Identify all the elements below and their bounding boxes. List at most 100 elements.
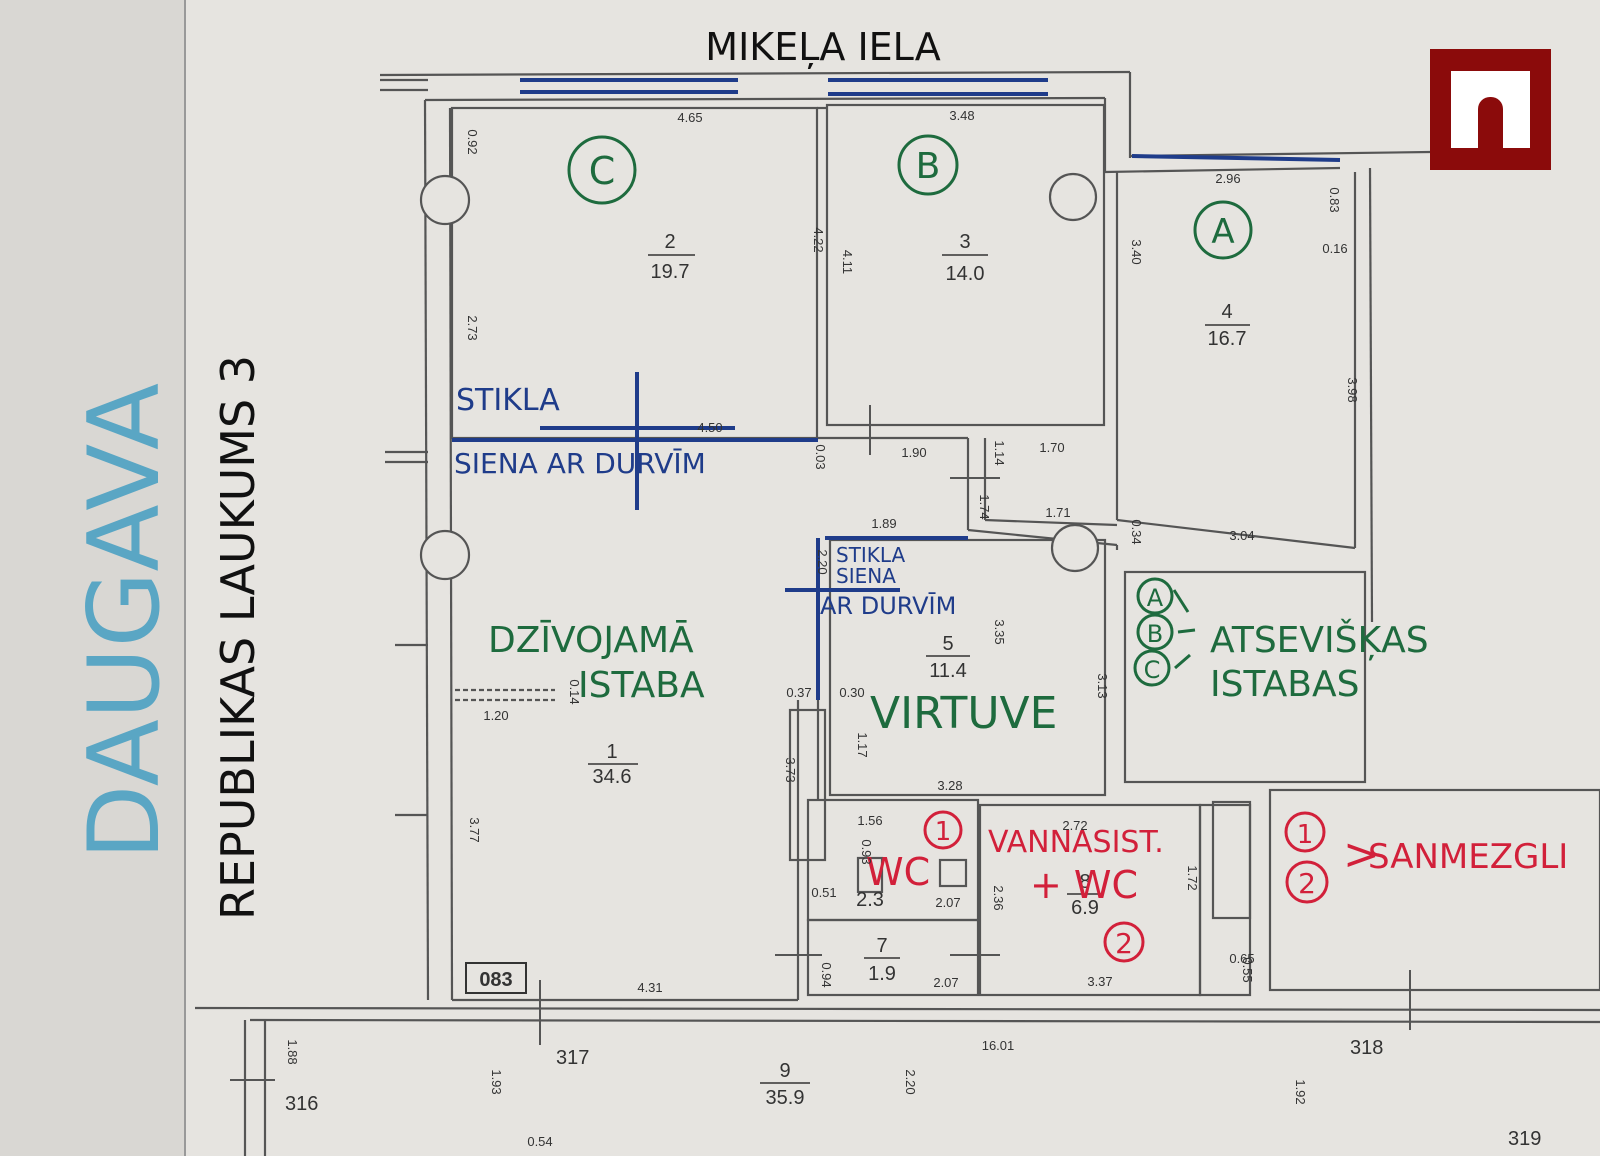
- apt-316: 316: [285, 1093, 318, 1115]
- dimension-label: 1.88: [285, 1039, 300, 1064]
- dimension-label: 1.93: [489, 1069, 504, 1094]
- dimension-label: 1.89: [871, 516, 896, 531]
- dimension-label: 1.17: [855, 732, 870, 757]
- room-8-number: 8: [1079, 871, 1090, 893]
- plan-code-box: [465, 962, 527, 994]
- dimension-label: 2.07: [935, 895, 960, 910]
- dimension-label: 1.20: [483, 708, 508, 723]
- separate-rooms-label-1: ATSEVIŠĶAS: [1210, 619, 1429, 661]
- dimension-label: 1.92: [1293, 1079, 1308, 1104]
- dimension-label: 1.70: [1039, 440, 1064, 455]
- room-7-number: 7: [876, 935, 887, 957]
- dimension-label: 0.03: [813, 444, 828, 469]
- brand-logo: [1430, 49, 1551, 170]
- dimension-label: 0.54: [527, 1134, 552, 1149]
- sep-marker-a: A: [1147, 584, 1164, 612]
- apt-318: 318: [1350, 1037, 1383, 1059]
- bath-marker: 2: [1115, 927, 1133, 960]
- dimension-label: 0.83: [1327, 187, 1342, 212]
- room-1-number: 1: [606, 741, 617, 763]
- dimension-label: 2.20: [815, 549, 830, 574]
- dimension-label: 3.40: [1129, 239, 1144, 264]
- dimension-label: 4.31: [637, 980, 662, 995]
- dimension-label: 3.35: [992, 619, 1007, 644]
- living-room-label-2: ISTABA: [578, 665, 705, 706]
- plan-code: 083: [479, 969, 512, 991]
- dimension-label: 2.36: [991, 885, 1006, 910]
- street-left-label: REPUBLIKAS LAUKUMS 3: [211, 355, 265, 920]
- dimension-label: 0.14: [567, 679, 582, 704]
- room-4-area: 16.7: [1208, 328, 1247, 350]
- dimension-label: 4.11: [840, 250, 855, 274]
- dimension-label: 1.14: [992, 440, 1007, 465]
- marker-a: A: [1211, 212, 1234, 252]
- room-9-area: 35.9: [766, 1087, 805, 1109]
- room-8-area: 6.9: [1071, 897, 1099, 919]
- dimension-label: 1.72: [1185, 865, 1200, 890]
- wc-label: WC: [866, 850, 930, 894]
- dimension-label: 3.04: [1229, 528, 1254, 543]
- plumbing-markers: [923, 810, 1329, 963]
- wc-marker: 1: [935, 817, 952, 847]
- brand-logo-mark: [1451, 71, 1530, 148]
- dimension-label: 3.48: [949, 108, 974, 123]
- dimension-label: 1.56: [857, 813, 882, 828]
- room-5-area: 11.4: [929, 660, 966, 682]
- separate-rooms-label-2: ISTABAS: [1210, 664, 1359, 705]
- plumbing-bracket: >: [1343, 829, 1380, 880]
- dimension-label: 0.30: [839, 685, 864, 700]
- dimension-label: 0.93: [859, 839, 874, 864]
- kitchen-label: VIRTUVE: [870, 688, 1057, 739]
- dimension-label: 3.77: [467, 817, 482, 842]
- dimension-label: 3.37: [1087, 974, 1112, 989]
- glass-walls: [452, 372, 968, 700]
- brand-logo-arch: [1478, 97, 1503, 148]
- room-7-area: 1.9: [868, 963, 896, 985]
- room-4-number: 4: [1221, 301, 1232, 323]
- river-label: DAUGAVA: [68, 383, 182, 860]
- legend-marker-2: 2: [1298, 867, 1316, 900]
- dimension-label: 3.98: [1345, 377, 1360, 402]
- sep-marker-b: B: [1147, 620, 1163, 648]
- plumbing-label: SANMEZGLI: [1368, 837, 1568, 877]
- dimension-label: 0.34: [1129, 519, 1144, 544]
- dimension-label: 4.22: [811, 227, 826, 252]
- door-ticks: [230, 405, 1411, 1081]
- dimension-label: 0.55: [1240, 957, 1255, 982]
- dimension-label: 2.73: [465, 315, 480, 340]
- apt-317: 317: [556, 1047, 589, 1069]
- dimension-label: 0.65: [1229, 951, 1254, 966]
- dimension-label: 0.51: [811, 885, 836, 900]
- legend-marker-1: 1: [1297, 820, 1314, 850]
- dimension-label: 0.16: [1322, 241, 1347, 256]
- wc-small-area: 2.3: [856, 889, 884, 911]
- separate-rooms-markers: [1133, 577, 1196, 687]
- glass-wall-label-2: SIENA AR DURVĪM: [454, 447, 706, 480]
- dimension-label: 1.74: [977, 494, 992, 519]
- kitchen-glass-label-2: SIENA: [836, 564, 896, 588]
- dimension-label: 0.94: [819, 962, 834, 987]
- paper-margin: [0, 0, 185, 1156]
- kitchen-glass-label-3: AR DURVĪM: [820, 591, 956, 620]
- dimension-label: 4.50: [697, 420, 722, 435]
- bathroom-label-2: + WC: [1030, 863, 1138, 907]
- room-2-number: 2: [664, 231, 675, 253]
- room-1-area: 34.6: [593, 766, 632, 788]
- sep-marker-c: C: [1144, 656, 1161, 684]
- dimension-label: 2.20: [903, 1069, 918, 1094]
- room-5-number: 5: [942, 633, 953, 655]
- apt-319: 319: [1508, 1128, 1541, 1150]
- kitchen-glass-label-1: STIKLA: [836, 543, 906, 567]
- room-markers: [567, 134, 1253, 260]
- marker-c: C: [589, 149, 616, 193]
- dimension-label: 1.71: [1045, 505, 1070, 520]
- living-room-label-1: DZĪVOJAMĀ: [488, 620, 694, 661]
- bathroom-label-1: VANNASIST.: [988, 825, 1164, 860]
- room-3-area: 14.0: [946, 263, 985, 285]
- room-2-area: 19.7: [651, 261, 690, 283]
- dimension-label: 3.73: [783, 757, 798, 782]
- dimension-label: 2.07: [933, 975, 958, 990]
